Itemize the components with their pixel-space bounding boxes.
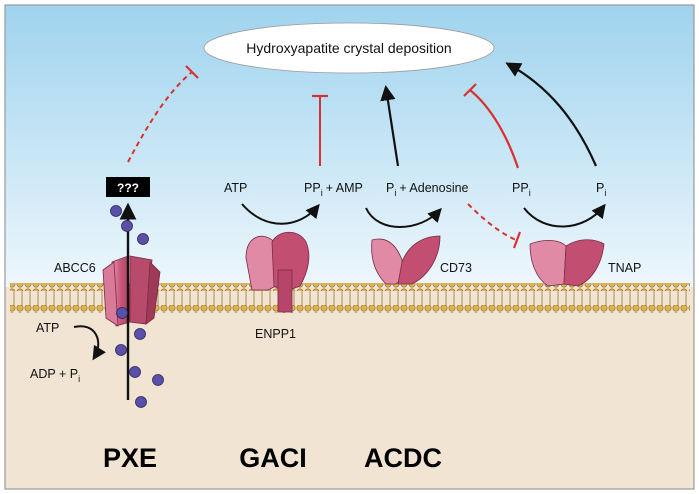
unknown-substrate-label: ??? bbox=[117, 181, 139, 195]
cd73-reaction-arrow bbox=[365, 207, 442, 228]
pi-promotion-arrow-1 bbox=[380, 84, 400, 167]
tnap-product-pi: Pi bbox=[596, 181, 606, 198]
abcc6-protein bbox=[102, 255, 161, 327]
adenosine-inhibition-bar bbox=[512, 231, 522, 249]
atp-hydrolysis-adp: ADP + Pi bbox=[30, 367, 80, 384]
molecule bbox=[129, 366, 141, 378]
tnap-protein bbox=[529, 239, 605, 287]
hydroxyapatite-label: Hydroxyapatite crystal deposition bbox=[246, 40, 451, 56]
abcc6-label: ABCC6 bbox=[54, 261, 96, 275]
molecule bbox=[116, 307, 128, 319]
adenosine-inhibition-dashed bbox=[467, 203, 517, 241]
tnap-reaction-arrow bbox=[523, 203, 606, 228]
cd73-product: Pi+ Adenosine bbox=[386, 181, 469, 198]
atp-hydrolysis-arrow bbox=[73, 325, 106, 361]
disease-label-pxe: PXE bbox=[103, 443, 157, 473]
figure-border bbox=[4, 4, 695, 490]
pi-promotion-arrow-2 bbox=[505, 62, 598, 167]
molecule bbox=[137, 233, 149, 245]
disease-label-gaci: GACI bbox=[239, 443, 307, 473]
enpp1-protein bbox=[245, 231, 310, 313]
hydroxyapatite-ellipse bbox=[203, 22, 495, 74]
unknown-substrate-box bbox=[106, 177, 150, 197]
unknown-inhibition-dashed bbox=[127, 71, 193, 163]
molecule bbox=[115, 344, 127, 356]
atp-hydrolysis-atp: ATP bbox=[36, 321, 59, 335]
enpp1-label: ENPP1 bbox=[255, 327, 296, 341]
molecule bbox=[110, 205, 122, 217]
enpp1-product-ppi: PPi+ AMP bbox=[304, 181, 363, 198]
molecule bbox=[135, 396, 147, 408]
disease-label-acdc: ACDC bbox=[364, 443, 442, 473]
molecule bbox=[121, 220, 133, 232]
ppi-inhibition-line-2 bbox=[469, 89, 520, 169]
enpp1-reaction-arrow bbox=[241, 203, 320, 225]
enpp1-substrate-atp: ATP bbox=[224, 181, 247, 195]
molecule bbox=[152, 374, 164, 386]
cd73-label: CD73 bbox=[440, 261, 472, 275]
tnap-substrate-ppi: PPi bbox=[512, 181, 531, 198]
ppi-inhibition-bar-2 bbox=[463, 83, 477, 97]
molecule bbox=[134, 328, 146, 340]
tnap-label: TNAP bbox=[608, 261, 641, 275]
unknown-inhibition-bar bbox=[185, 65, 199, 79]
cd73-protein bbox=[371, 235, 441, 285]
transported-molecules bbox=[110, 205, 164, 408]
